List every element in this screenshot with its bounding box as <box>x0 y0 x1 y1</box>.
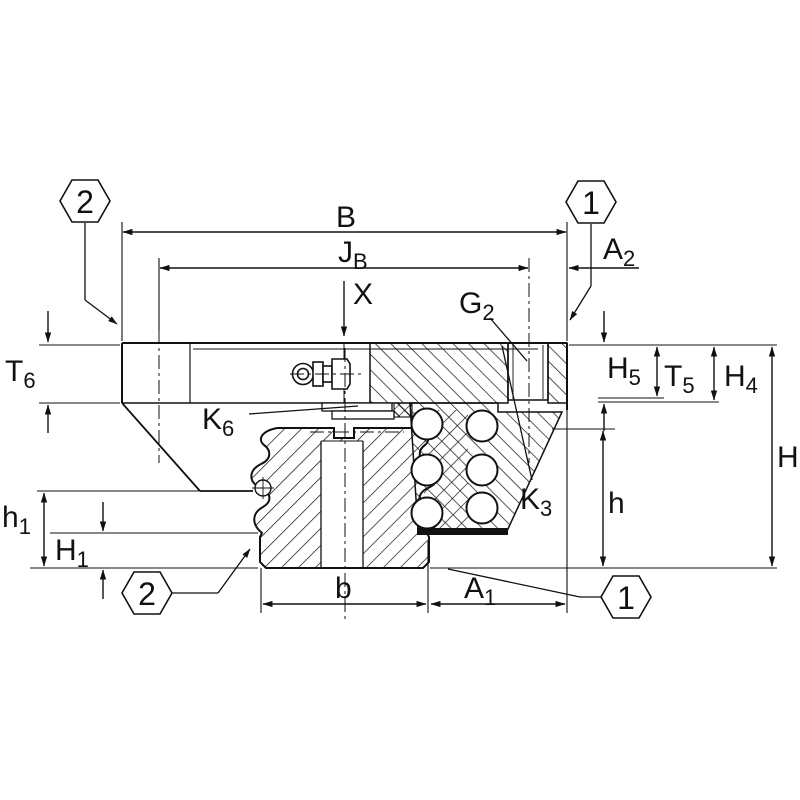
callout-hexagon-top-left <box>59 179 111 223</box>
ball-column-right <box>465 409 499 525</box>
end-seal-strip-lower <box>331 410 395 420</box>
leader-K3 <box>501 345 533 481</box>
leader-lines <box>84 223 604 598</box>
ball <box>410 407 444 441</box>
leader-callout-2-top-arrow <box>84 299 118 325</box>
callout-number-top-left: 2 <box>76 184 94 220</box>
end-seal-strip-upper <box>321 402 393 412</box>
ball <box>465 491 499 525</box>
label-T5: T5 <box>664 360 695 398</box>
ball <box>465 409 499 443</box>
ball <box>465 453 499 487</box>
carriage-section-top-band <box>369 342 509 404</box>
label-JB: JB <box>338 236 368 274</box>
label-B: B <box>336 201 356 234</box>
label-b: b <box>335 572 352 605</box>
g2-thread-hole <box>507 343 549 401</box>
dimension-lines <box>40 228 776 608</box>
dimension-labels: B JB A2 X G2 K6 K3 T6 H5 T5 H4 H h h1 H1… <box>2 201 799 610</box>
seal-crosshatch-block <box>393 402 413 418</box>
callout-number-bottom-left: 2 <box>138 576 156 612</box>
label-K6: K6 <box>202 403 234 441</box>
label-H: H <box>777 441 799 474</box>
leader-callout-1-bottom-tail <box>447 568 581 598</box>
label-X: X <box>353 278 373 311</box>
carriage-section-right-strip <box>547 342 568 404</box>
carriage-left-chamfer <box>121 402 201 492</box>
ball <box>410 453 444 487</box>
label-A2: A2 <box>603 233 635 271</box>
datum-callouts <box>59 179 652 619</box>
leader-callout-1-top-arrow <box>569 285 592 321</box>
label-G2: G2 <box>459 287 495 325</box>
callout-number-bottom-right: 1 <box>617 580 635 616</box>
callout-hexagon-top-right <box>565 180 617 224</box>
bottom-seal-strip <box>417 528 508 535</box>
leader-callout-2-bottom-arrow <box>217 548 251 594</box>
label-T6: T6 <box>5 355 36 393</box>
label-A1: A1 <box>464 572 496 610</box>
leader-K6 <box>248 405 359 415</box>
centerlines <box>158 258 530 622</box>
callout-hexagon-bottom-left <box>121 571 173 615</box>
ball-column-left <box>410 407 444 530</box>
label-H1: H1 <box>55 534 89 572</box>
label-H4: H4 <box>724 360 758 398</box>
callout-hexagon-bottom-right <box>600 575 652 619</box>
rail-bolt-hole <box>321 441 363 567</box>
extension-lines <box>30 222 777 613</box>
label-h: h <box>608 487 625 520</box>
label-K3: K3 <box>520 483 552 521</box>
ball <box>410 496 444 530</box>
callout-number-top-right: 1 <box>582 185 600 221</box>
callout-numbers: 2 1 2 1 <box>76 184 635 616</box>
leader-G2 <box>489 317 528 362</box>
label-H5: H5 <box>607 352 641 390</box>
label-h1: h1 <box>2 501 31 539</box>
